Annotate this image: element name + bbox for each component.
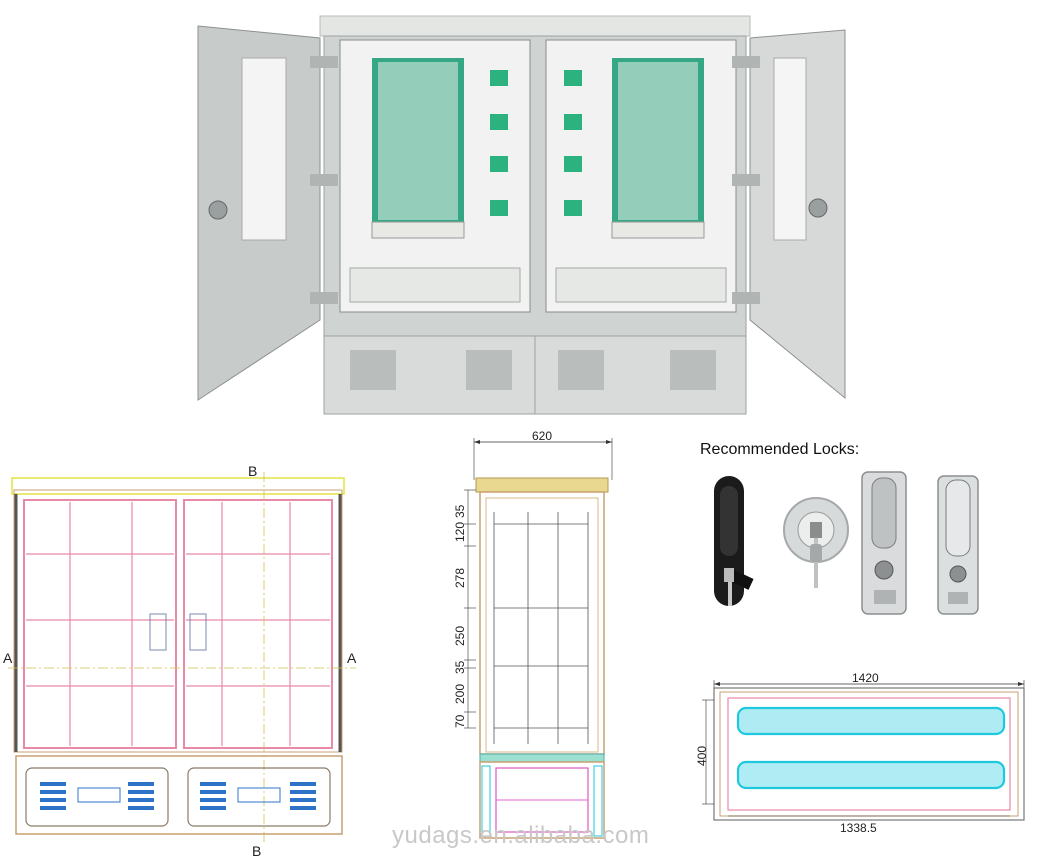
section-label-right: A <box>347 650 357 666</box>
left-splice-module <box>371 58 465 239</box>
base-plan-drawing: 1420 400 1338.5 <box>695 671 1025 835</box>
round-key-lock-icon <box>783 497 849 588</box>
vent-slots <box>40 782 316 810</box>
side-height-label: 250 <box>453 626 467 646</box>
plane-handle-lock-icon <box>861 471 907 615</box>
side-height-label: 278 <box>453 568 467 588</box>
cable-entry-holes <box>736 706 1006 790</box>
cabinet-photo <box>197 15 846 415</box>
watermark-text: yudags.en.alibaba.com <box>392 822 650 849</box>
base-height-label: 400 <box>695 746 709 766</box>
side-view-drawing: 620 35 120 278 250 35 200 70 <box>453 429 613 839</box>
side-height-label: 120 <box>453 522 467 542</box>
side-width-label: 620 <box>532 429 552 443</box>
front-view-drawing: B B A A <box>3 463 357 859</box>
right-splice-module <box>611 58 705 239</box>
side-height-label: 35 <box>453 504 467 518</box>
locks-title: Recommended Locks: <box>700 441 860 458</box>
side-height-label: 200 <box>453 684 467 704</box>
swing-handle-lock-icon <box>714 476 754 606</box>
side-height-label: 70 <box>453 714 467 728</box>
base-width-bottom-label: 1338.5 <box>840 821 877 835</box>
base-width-top-label: 1420 <box>852 671 879 685</box>
plane-handle-lock-plain-icon <box>937 475 979 615</box>
side-height-label: 35 <box>453 660 467 674</box>
section-label-left: A <box>3 650 13 666</box>
section-label-top: B <box>248 463 257 479</box>
section-label-bottom: B <box>252 843 261 859</box>
